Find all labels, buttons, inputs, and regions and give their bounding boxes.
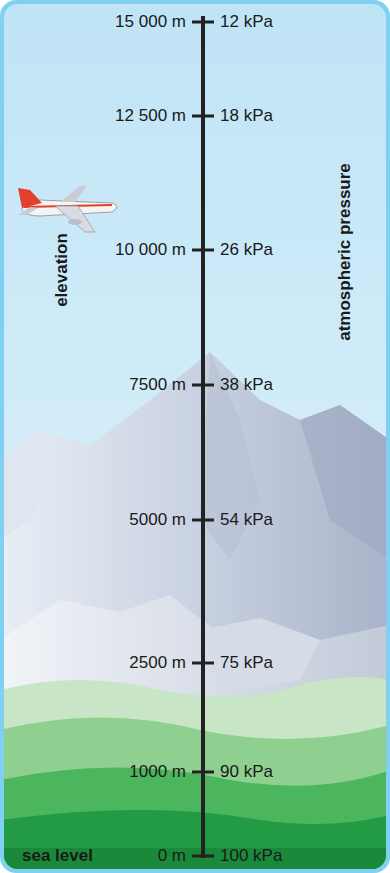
elevation-value: 1000 m	[129, 763, 186, 782]
pressure-value: 54 kPa	[220, 511, 273, 530]
axis-title: elevation	[53, 233, 72, 307]
elevation-value: 15 000 m	[115, 13, 186, 32]
pressure-value: 26 kPa	[220, 241, 273, 260]
pressure-value: 75 kPa	[220, 654, 273, 673]
elevation-value: 7500 m	[129, 376, 186, 395]
sea-level-label: sea level	[22, 847, 93, 866]
elevation-value: 10 000 m	[115, 241, 186, 260]
elevation-value: 2500 m	[129, 654, 186, 673]
airplane	[18, 186, 117, 232]
scale-axis	[192, 16, 214, 858]
elevation-value: 5000 m	[129, 511, 186, 530]
pressure-value: 38 kPa	[220, 376, 273, 395]
elevation-value: 0 m	[158, 847, 186, 866]
elevation-value: 12 500 m	[115, 107, 186, 126]
pressure-value: 18 kPa	[220, 107, 273, 126]
pressure-value: 100 kPa	[220, 847, 282, 866]
pressure-value: 90 kPa	[220, 763, 273, 782]
axis-title: atmospheric pressure	[336, 163, 355, 341]
pressure-value: 12 kPa	[220, 13, 273, 32]
